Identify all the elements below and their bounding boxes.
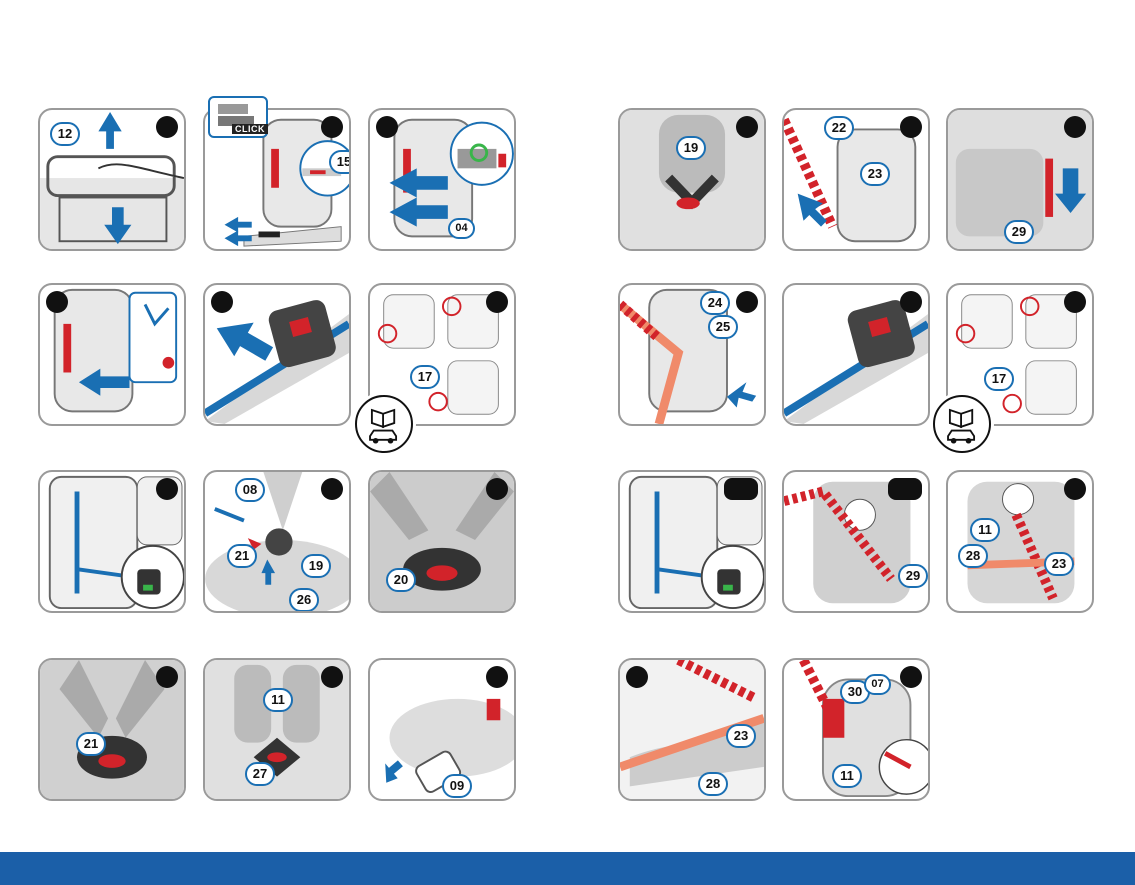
manual-car-badge — [933, 395, 991, 453]
step-marker — [321, 478, 343, 500]
step-panel-7 — [38, 470, 186, 613]
step-marker — [1064, 291, 1086, 313]
step-panel-11: 11 27 — [203, 658, 351, 801]
step-panel-3: 04 — [368, 108, 516, 251]
step-marker — [626, 666, 648, 688]
step-marker — [736, 116, 758, 138]
callout-26: 26 — [289, 588, 319, 612]
step-marker — [321, 116, 343, 138]
step-marker — [900, 666, 922, 688]
callout-23: 23 — [1044, 552, 1074, 576]
callout-19: 19 — [676, 136, 706, 160]
step-marker — [736, 291, 758, 313]
manual-book-icon — [357, 397, 411, 451]
callout-15: 15 — [329, 150, 351, 174]
callout-11: 11 — [263, 688, 293, 712]
step-panel-14: 22 23 — [782, 108, 930, 251]
step-panel-17 — [782, 283, 930, 426]
step-marker — [376, 116, 398, 138]
step-marker — [156, 478, 178, 500]
callout-23: 23 — [726, 724, 756, 748]
callout-22: 22 — [824, 116, 854, 140]
arrow-icon — [376, 756, 406, 786]
callout-28: 28 — [698, 772, 728, 796]
step-panel-16: 24 25 — [618, 283, 766, 426]
step-panel-9: 20 — [368, 470, 516, 613]
step-panel-23: 30 07 11 — [782, 658, 930, 801]
step-panel-19 — [618, 470, 766, 613]
click-label: CLICK — [232, 124, 268, 134]
callout-11: 11 — [832, 764, 862, 788]
step-marker — [156, 116, 178, 138]
callout-17: 17 — [410, 365, 440, 389]
step-marker — [486, 291, 508, 313]
step-marker — [900, 116, 922, 138]
callout-19: 19 — [301, 554, 331, 578]
step-panel-22: 23 28 — [618, 658, 766, 801]
buckle-icon — [426, 565, 457, 581]
car-icon — [370, 431, 396, 440]
step-marker — [46, 291, 68, 313]
step-panel-12: 09 — [368, 658, 516, 801]
step-marker — [1064, 478, 1086, 500]
callout-12: 12 — [50, 122, 80, 146]
callout-21: 21 — [227, 544, 257, 568]
step-panel-10: 21 — [38, 658, 186, 801]
callout-29: 29 — [1004, 220, 1034, 244]
warning-dot-icon — [163, 357, 175, 369]
callout-29: 29 — [898, 564, 928, 588]
arrow-left-icon — [225, 217, 252, 233]
callout-23: 23 — [860, 162, 890, 186]
step-marker — [156, 666, 178, 688]
callout-08: 08 — [235, 478, 265, 502]
step-marker — [321, 666, 343, 688]
step-panel-8: 08 21 19 26 — [203, 470, 351, 613]
step-marker — [486, 478, 508, 500]
callout-24: 24 — [700, 291, 730, 315]
step-panel-20: 29 — [782, 470, 930, 613]
footer-bar — [0, 852, 1135, 885]
callout-04: 04 — [448, 218, 475, 239]
step-panel-15: 29 — [946, 108, 1094, 251]
callout-20: 20 — [386, 568, 416, 592]
callout-21: 21 — [76, 732, 106, 756]
manual-car-badge — [355, 395, 413, 453]
arrow-icon — [209, 308, 279, 371]
step-marker — [486, 666, 508, 688]
step-panel-5 — [203, 283, 351, 426]
arrow-up-icon — [98, 112, 121, 149]
callout-17: 17 — [984, 367, 1014, 391]
callout-11: 11 — [970, 518, 1000, 542]
callout-27: 27 — [245, 762, 275, 786]
car-icon — [948, 431, 974, 440]
step-panel-1: 12 — [38, 108, 186, 251]
callout-07: 07 — [864, 674, 891, 695]
callout-09: 09 — [442, 774, 472, 798]
step-marker — [900, 291, 922, 313]
arrow-icon — [727, 382, 756, 407]
step-panel-13: 19 — [618, 108, 766, 251]
step-marker — [211, 291, 233, 313]
manual-book-icon — [935, 397, 989, 451]
callout-25: 25 — [708, 315, 738, 339]
step-panel-4 — [38, 283, 186, 426]
step-marker — [1064, 116, 1086, 138]
step-panel-21: 11 28 23 — [946, 470, 1094, 613]
step-marker — [724, 478, 758, 500]
callout-28: 28 — [958, 544, 988, 568]
step-marker — [888, 478, 922, 500]
buckle-icon — [98, 754, 125, 768]
